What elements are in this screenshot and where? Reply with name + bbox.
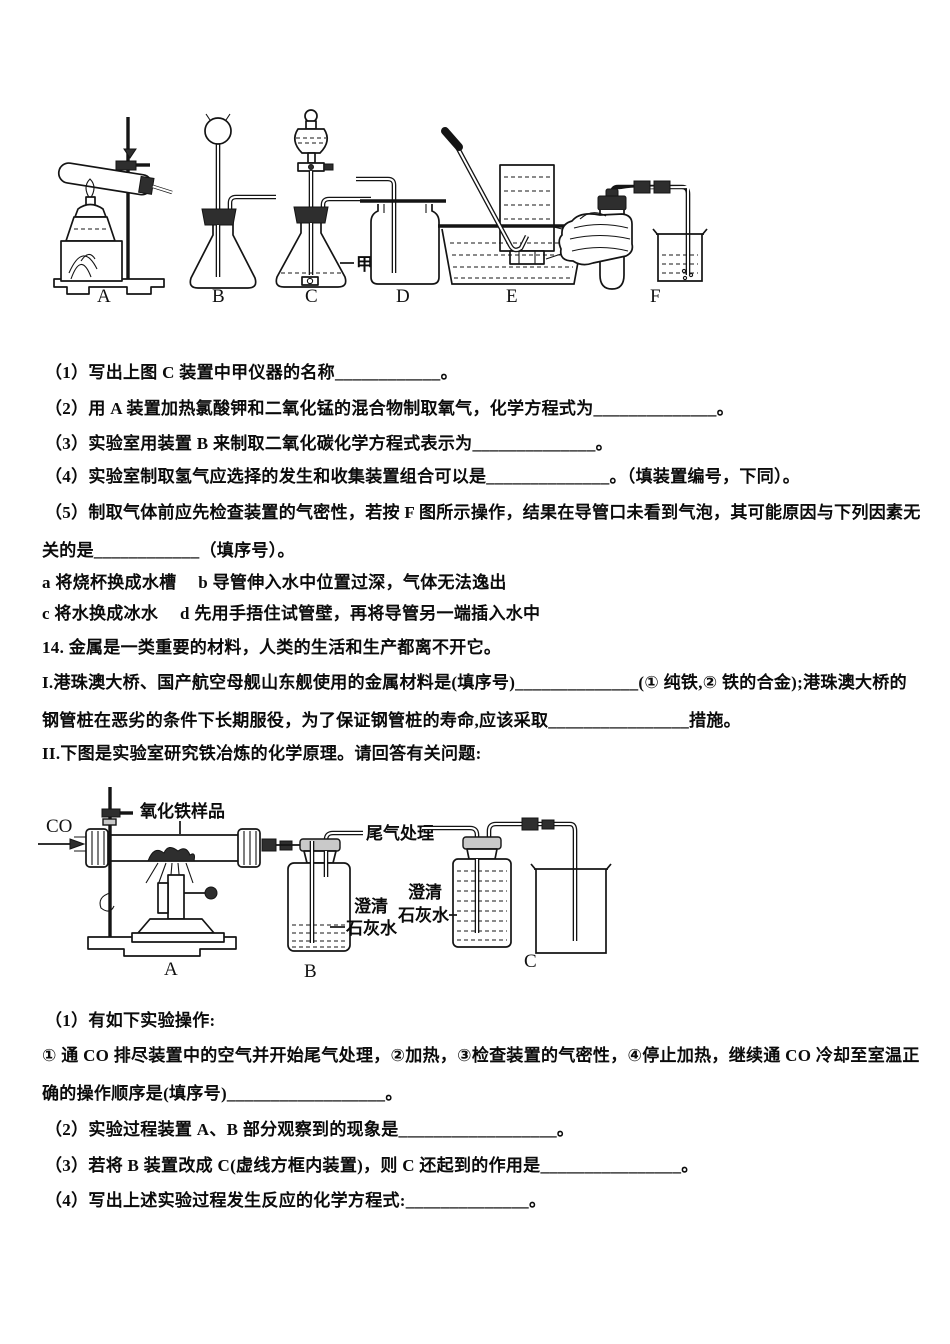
iron-smelting-figure: CO 氧化铁样品 A [38, 787, 612, 982]
hand [545, 212, 634, 266]
part-c-label: C [524, 951, 537, 972]
q14-part1-line2: 钢管桩在恶劣的条件下长期服役，为了保证钢管桩的寿命,应该采取__________… [42, 711, 741, 730]
separating-funnel [293, 128, 329, 154]
rubber-stopper [201, 208, 237, 226]
stand-base [53, 278, 165, 295]
jia-annotation: 甲 [356, 255, 373, 274]
limewater-b-label-line2: 石灰水 [345, 918, 398, 938]
bottle-cap [299, 838, 341, 852]
limewater-c-label-line1: 澄清 [408, 882, 442, 902]
gas-q3: （3）实验室用装置 B 来制取二氧化碳化学方程式表示为_____________… [45, 434, 613, 453]
beaker [652, 228, 708, 282]
iron-q1-ops-line1: ① 通 CO 排尽装置中的空气并开始尾气处理，②加热，③检查装置的气密性，④停止… [42, 1046, 920, 1065]
device-a-heating-setup: A [53, 117, 173, 307]
q14-part1-line1: I.港珠澳大桥、国产航空母舰山东舰使用的金属材料是(填序号)__________… [42, 673, 907, 692]
rubber-tip [441, 127, 463, 151]
sample-label: 氧化铁样品 [139, 801, 225, 821]
rubber-connector [541, 819, 555, 830]
wooden-block [60, 240, 123, 282]
gas-apparatus-figure: A B 甲 C [53, 109, 708, 307]
limewater-c-label-line2: 石灰水 [397, 905, 450, 925]
gas-q1: （1）写出上图 C 装置中甲仪器的名称____________。 [45, 363, 458, 382]
clamp [115, 160, 137, 171]
erlenmeyer-flask [189, 220, 257, 289]
q14-part2-intro: II.下图是实验室研究铁冶炼的化学原理。请回答有关问题: [42, 744, 482, 763]
rubber-connector [633, 180, 651, 194]
clamp [101, 808, 121, 818]
iron-oxide-sample [147, 847, 195, 862]
rubber-stopper [293, 206, 329, 224]
limewater-bottle [452, 858, 512, 948]
device-d-label: D [396, 286, 410, 307]
device-e-water-trough: E [438, 127, 588, 307]
alcohol-lamp [65, 178, 116, 242]
device-b-label: B [212, 286, 225, 307]
gas-q4: （4）实验室制取氢气应选择的发生和收集装置组合可以是______________… [45, 467, 801, 486]
iron-q2: （2）实验过程装置 A、B 部分观察到的现象是_________________… [45, 1120, 575, 1139]
beaker [530, 863, 612, 954]
rubber-connector [521, 817, 539, 831]
flame [85, 178, 95, 200]
gas-q5-options-ab: a 将烧杯换成水槽 b 导管伸入水中位置过深，气体无法逸出 [42, 573, 507, 592]
test-tube [57, 162, 173, 196]
rubber-connector [653, 180, 671, 194]
part-a-label: A [164, 959, 178, 980]
q14-intro: 14. 金属是一类重要的材料，人类的生活和生产都离不开它。 [42, 638, 502, 657]
test-tube-stopper [597, 195, 627, 211]
tail-gas-label: 尾气处理 [366, 823, 434, 843]
rubber-connector [261, 838, 277, 852]
adjust-knob [204, 886, 218, 900]
part-b-label: B [304, 961, 317, 982]
bottom-valve [301, 276, 319, 286]
device-c-flask-separating-funnel: 甲 C [275, 109, 373, 307]
co-gas-label: CO [46, 816, 72, 837]
device-c-bottle-and-beaker: 澄清 石灰水 C [397, 817, 612, 972]
device-a-label: A [97, 286, 111, 307]
device-e-label: E [506, 286, 518, 307]
iron-q1-ops-line2: 确的操作顺序是(填序号)__________________。 [42, 1084, 403, 1103]
bottle-outline [370, 204, 440, 285]
bottle-support [509, 250, 545, 265]
thistle-funnel-bulb [204, 117, 232, 145]
gas-q5-line2: 关的是____________（填序号）。 [42, 541, 295, 560]
gas-q5-options-cd: c 将水换成冰水 d 先用手捂住试管壁，再将导管另一端插入水中 [42, 604, 541, 623]
clamp-hook [99, 892, 115, 912]
device-b-limewater-bottle: 尾气处理 澄清 石灰水 B [287, 823, 434, 982]
gas-q2: （2）用 A 装置加热氯酸钾和二氧化锰的混合物制取氧气，化学方程式为______… [45, 399, 735, 418]
clamp-screw [123, 148, 137, 159]
device-f-label: F [650, 286, 661, 307]
device-c-label: C [305, 286, 318, 307]
iron-q1-intro: （1）有如下实验操作: [45, 1011, 216, 1030]
device-a-reduction-tube: CO 氧化铁样品 A [38, 787, 304, 980]
limewater-b-label-line1: 澄清 [354, 896, 388, 916]
iron-q3: （3）若将 B 装置改成 C(虚线方框内装置)，则 C 还起到的作用是_____… [45, 1156, 699, 1175]
bottle-cap [462, 836, 502, 850]
device-f-airtightness-test: F [545, 180, 708, 307]
burner [131, 874, 225, 943]
device-b-flask-thistle-funnel: B [189, 113, 276, 307]
gas-q5-line1: （5）制取气体前应先检查装置的气密性，若按 F 图所示操作，结果在导管口未看到气… [45, 503, 921, 522]
device-d-gas-bottle: D [356, 176, 446, 307]
gas-washing-bottle [287, 862, 351, 952]
iron-q4: （4）写出上述实验过程发生反应的化学方程式:______________。 [45, 1191, 547, 1210]
